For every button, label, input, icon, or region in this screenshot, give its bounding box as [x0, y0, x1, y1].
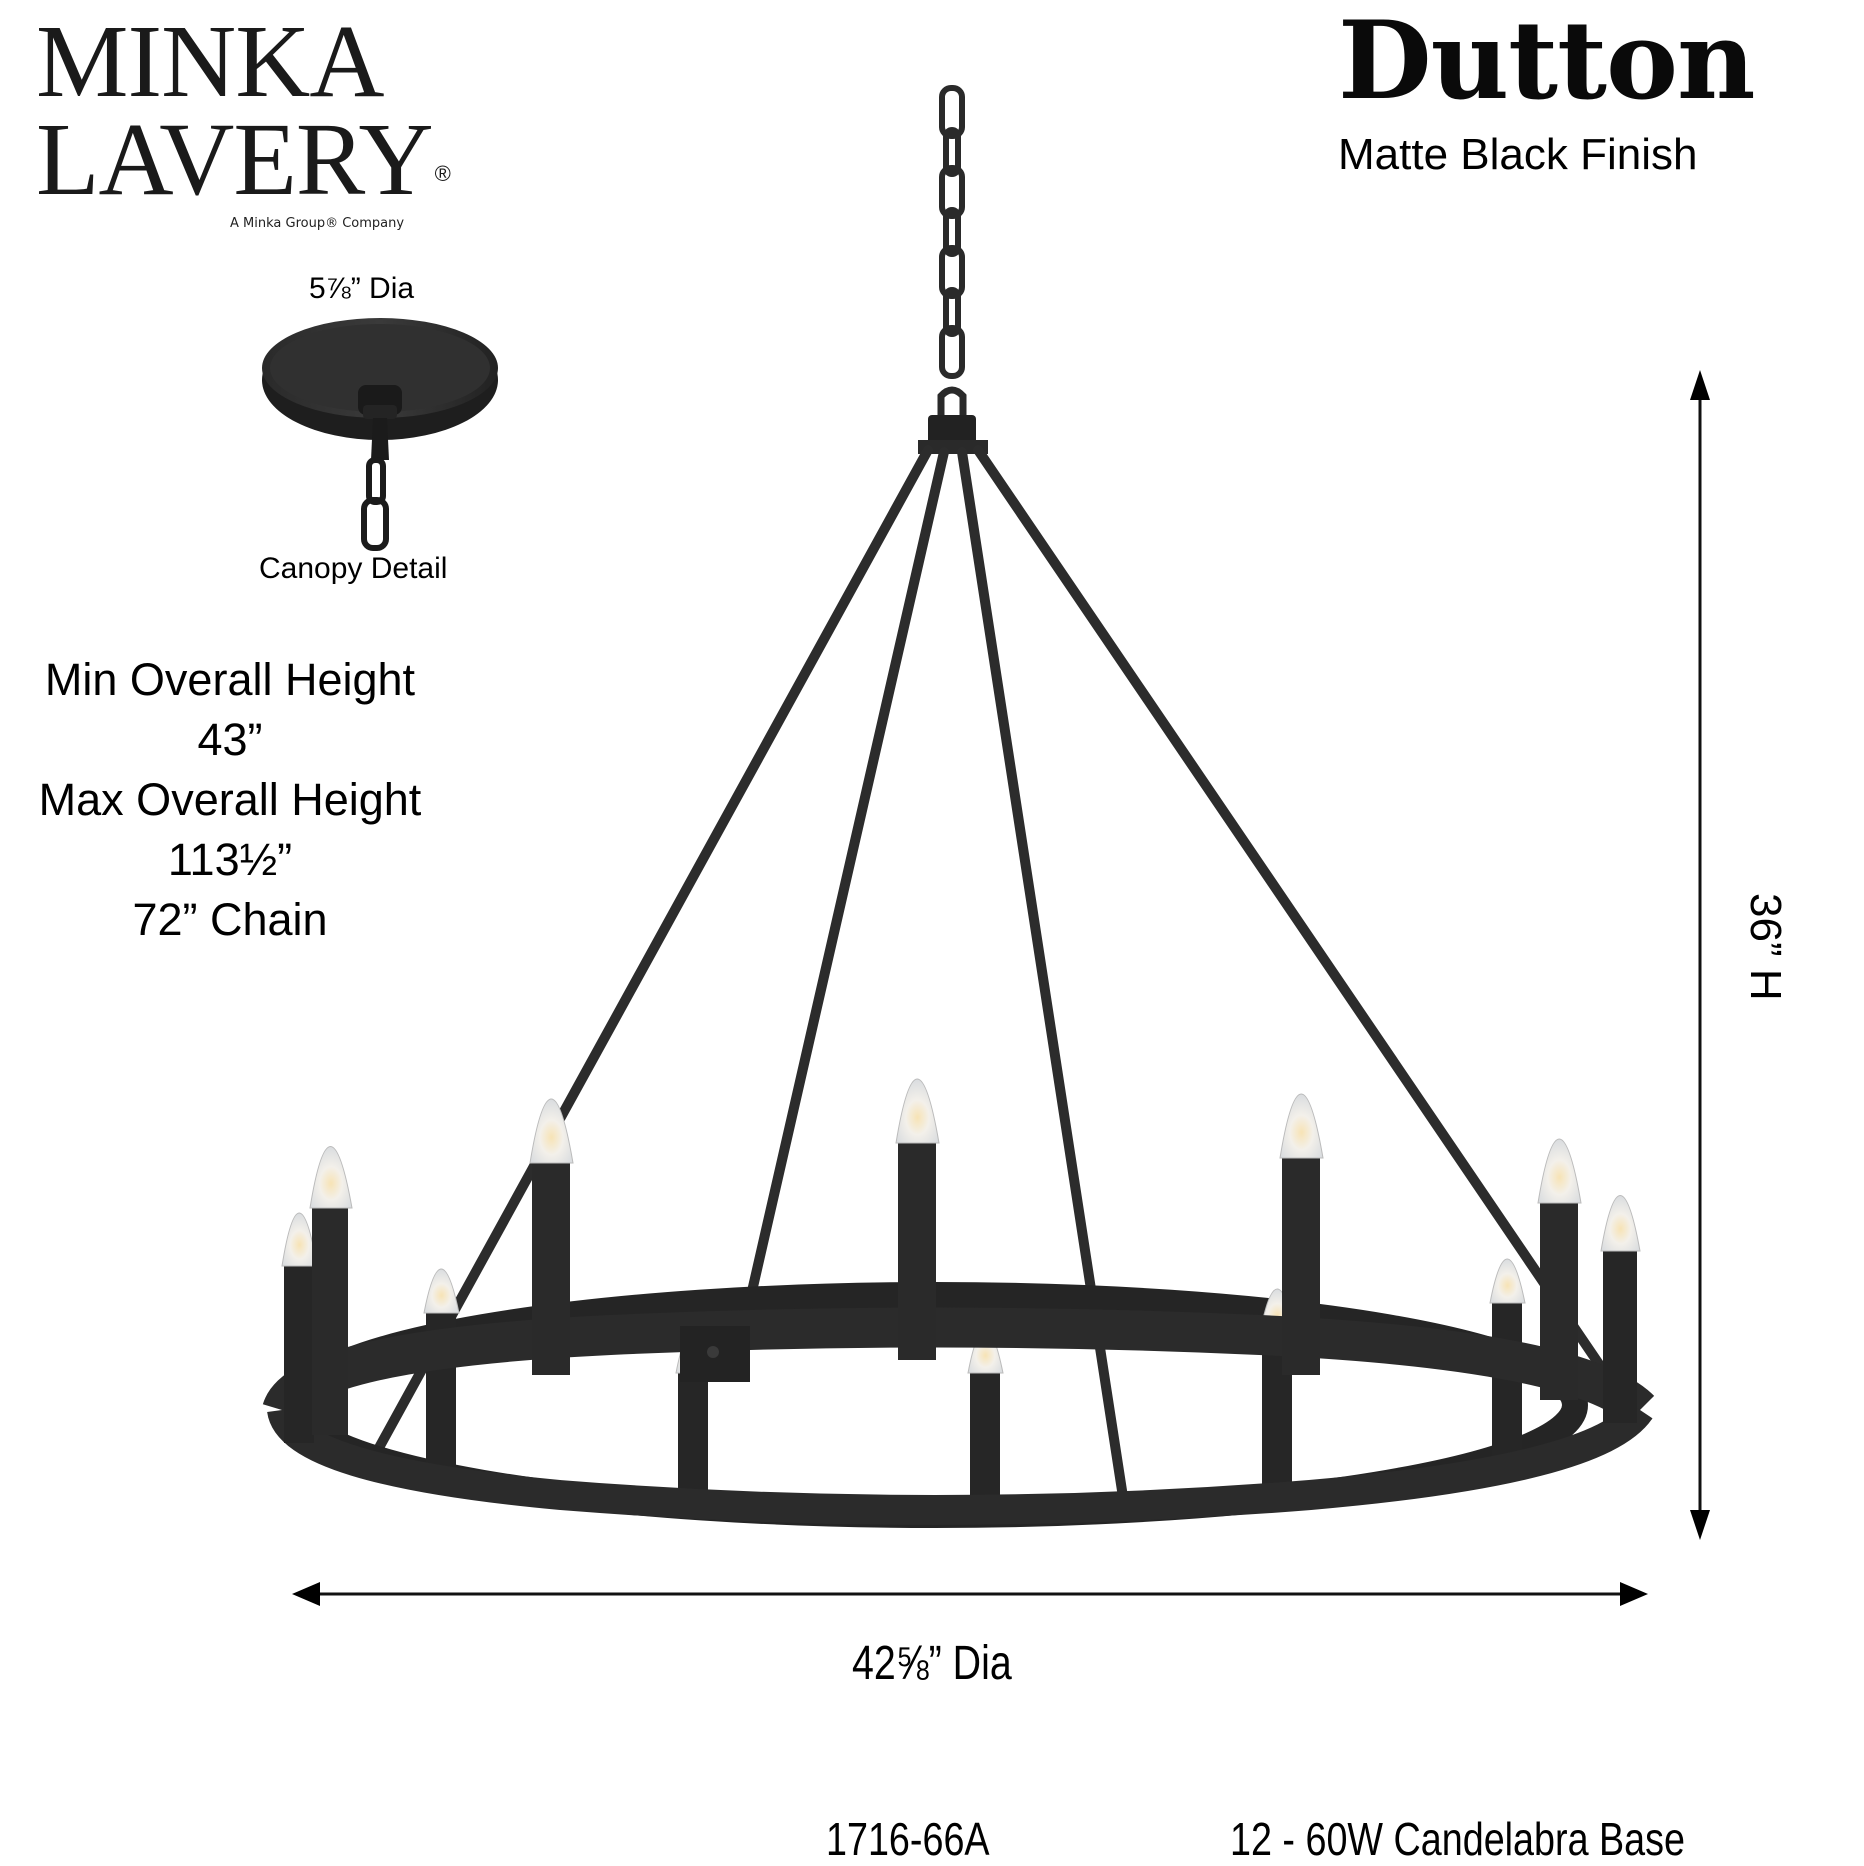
- chandelier-image: [262, 85, 1655, 1528]
- chain-length: 72” Chain: [132, 894, 328, 945]
- diameter-dimension-label: 42⅝” Dia: [852, 1637, 1012, 1690]
- height-specs: Min Overall Height 43” Max Overall Heigh…: [0, 650, 460, 950]
- brand-logo: MINKA LAVERY®: [36, 4, 456, 212]
- diameter-dimension-arrow: [292, 1582, 1648, 1606]
- height-dimension-label: 36” H: [1741, 893, 1790, 1001]
- product-title: Dutton: [1338, 0, 1756, 124]
- brand-name-line2: LAVERY®: [36, 108, 456, 212]
- chain: [937, 85, 967, 420]
- canopy-diameter-label: 5⅞” Dia: [309, 272, 415, 305]
- model-number: 1716-66A: [826, 1813, 990, 1865]
- max-height-value: 113½”: [167, 834, 293, 885]
- front-candles: [281, 1078, 1641, 1443]
- brand-name-line1: MINKA: [36, 4, 384, 119]
- product-finish: Matte Black Finish: [1338, 130, 1698, 179]
- height-dimension-arrow: [1690, 370, 1710, 1540]
- registered-mark: ®: [434, 161, 451, 186]
- brand-tagline: A Minka Group® Company: [230, 216, 405, 231]
- max-height-label: Max Overall Height: [38, 774, 422, 825]
- canopy-detail-image: [262, 318, 498, 551]
- min-height-label: Min Overall Height: [44, 654, 416, 705]
- lamping-spec: 12 - 60W Candelabra Base: [1230, 1813, 1685, 1865]
- min-height-value: 43”: [197, 714, 263, 765]
- canopy-caption: Canopy Detail: [259, 552, 448, 585]
- brand-name-line2-text: LAVERY: [36, 102, 434, 217]
